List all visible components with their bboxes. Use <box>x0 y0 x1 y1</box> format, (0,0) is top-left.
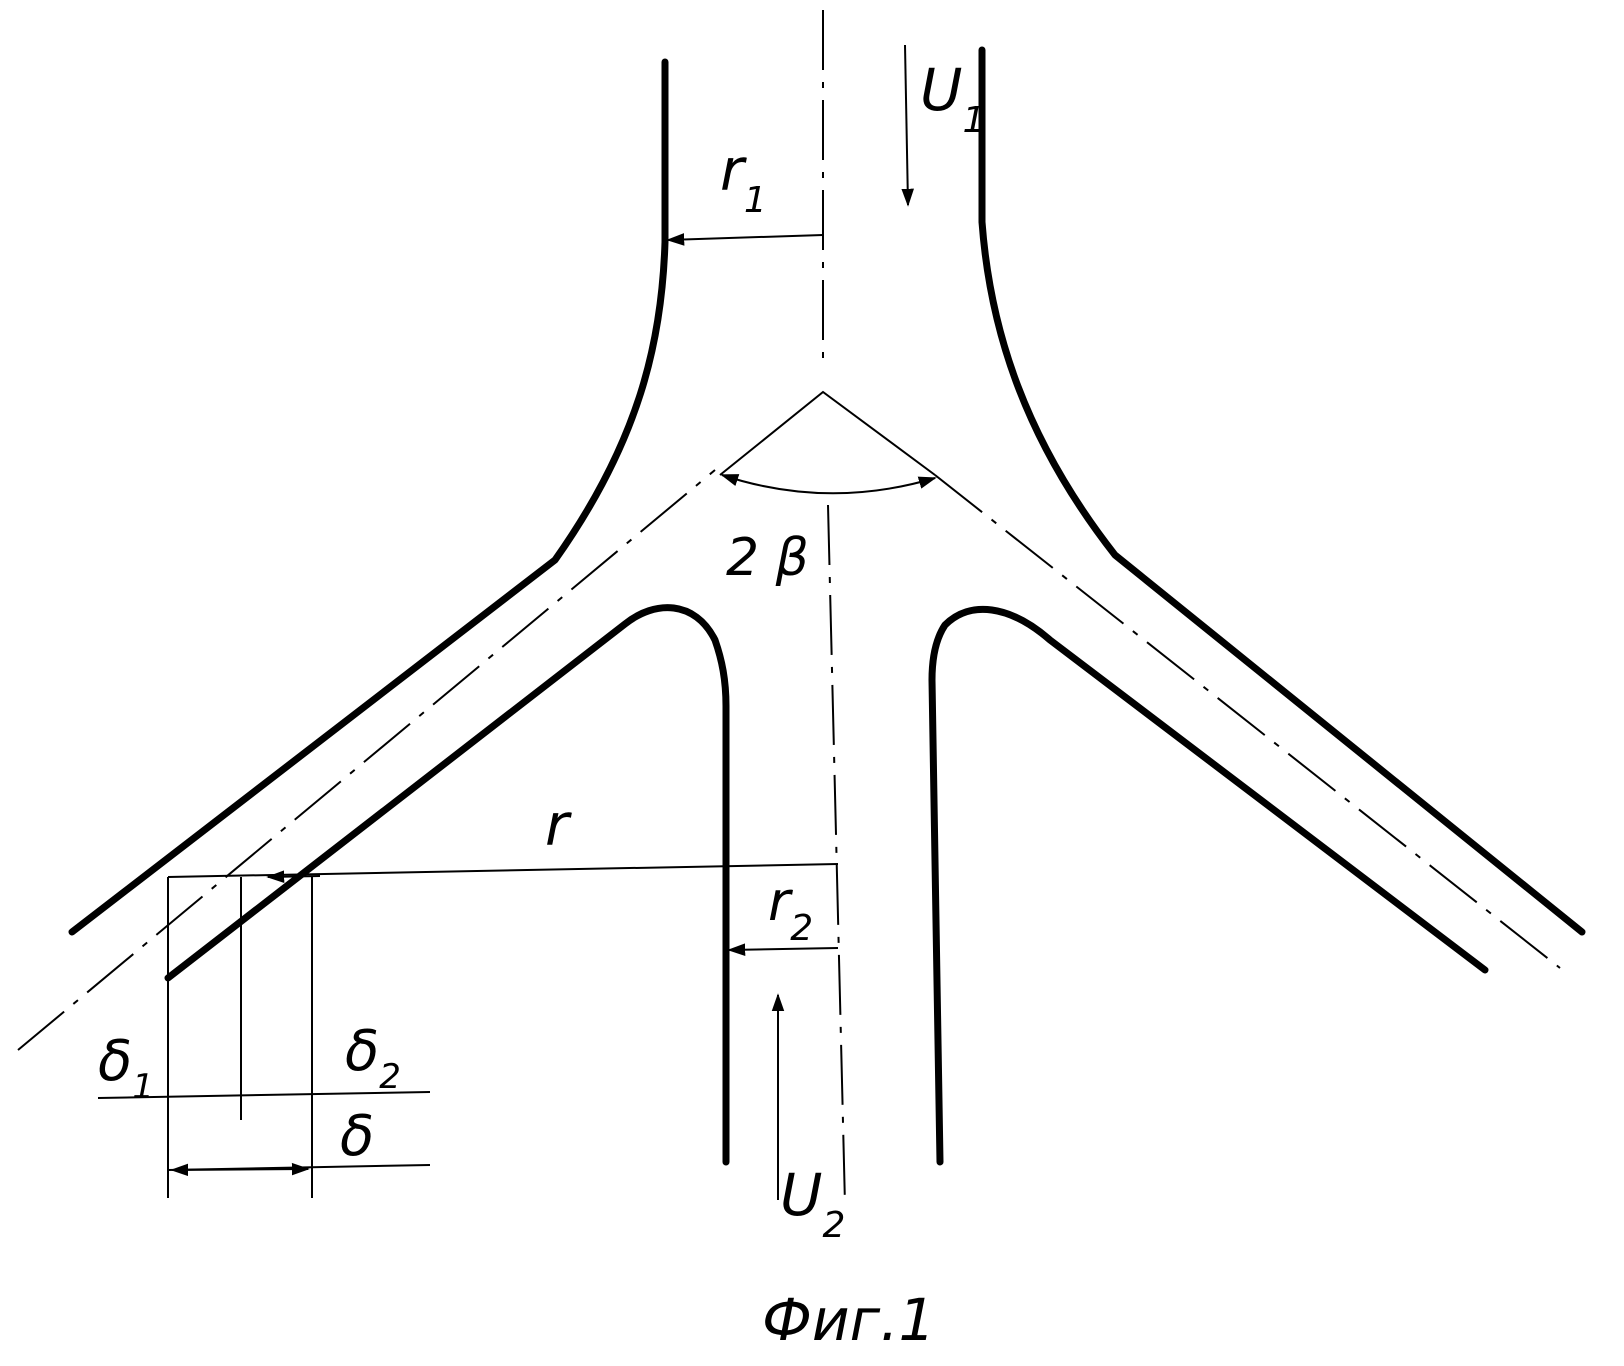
delta-dimension-arrow <box>170 1162 310 1177</box>
r1-dimension-arrow <box>666 233 824 246</box>
delta2-label: δ2 <box>345 1019 401 1097</box>
right-outer-wall <box>978 46 1586 936</box>
u1-label: U1 <box>920 56 985 141</box>
delta1-label: δ1 <box>98 1029 154 1107</box>
r2-label: r2 <box>768 870 813 949</box>
u1-flow-arrow <box>901 44 914 207</box>
r-label: r <box>545 791 572 859</box>
left-outer-wall <box>68 58 669 936</box>
figure-caption: Фиг.1 <box>762 1286 935 1354</box>
delta12-baseline <box>97 1091 431 1099</box>
right-branch-axis <box>934 474 1561 969</box>
right-inner-wall <box>928 605 1489 1166</box>
angle-apex-lines <box>719 390 936 476</box>
lower-center-axis <box>827 504 846 1206</box>
angle-2beta-arc <box>720 474 937 495</box>
left-inner-wall <box>164 604 730 1166</box>
r2-dimension-arrow <box>727 943 839 957</box>
u2-label: U2 <box>780 1161 845 1246</box>
r1-label: r1 <box>720 136 767 221</box>
two-beta-label: 2 β <box>726 528 809 588</box>
r-dimension-line <box>167 863 839 878</box>
left-branch-axis <box>17 469 716 1051</box>
delta-label: δ <box>340 1104 374 1169</box>
r-dimension-arrow <box>266 870 321 883</box>
